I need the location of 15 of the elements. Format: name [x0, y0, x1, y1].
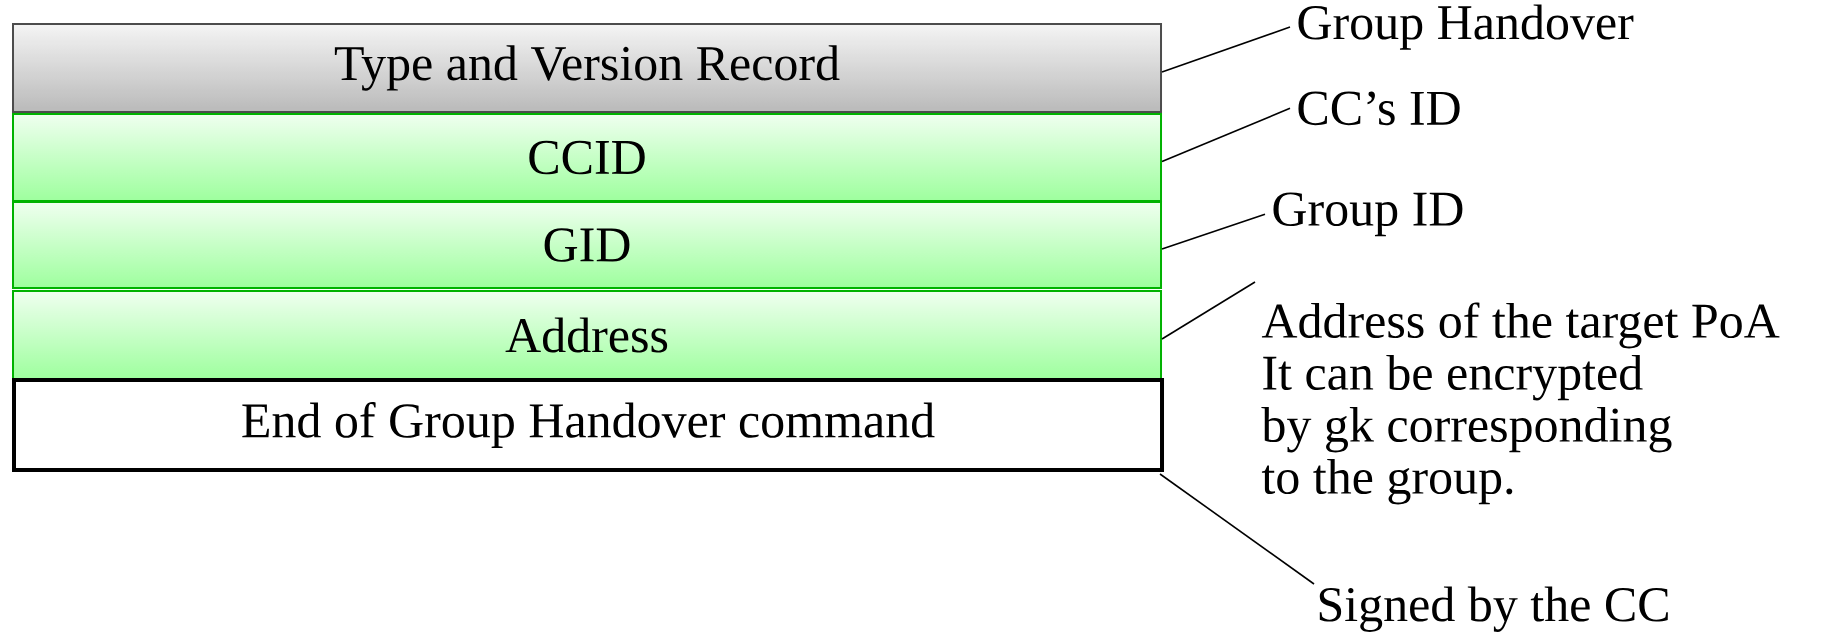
annotation: Signed by the CC: [1319, 586, 1668, 632]
record-field-box: Address: [12, 290, 1162, 380]
record-field-box: End of Group Handover command: [12, 378, 1164, 472]
leader-line: [1161, 213, 1266, 250]
record-field-box: Type and Version Record: [12, 23, 1162, 113]
leader-line: [1161, 107, 1291, 163]
record-field-box: CCID: [12, 113, 1162, 202]
record-field-box: GID: [12, 201, 1162, 289]
annotation: Address of the target PoA It can be encrypted by gk corresponding to the group.: [1261, 302, 1780, 505]
annotation: Group ID: [1273, 192, 1463, 237]
leader-line: [1161, 26, 1291, 73]
leader-line: [1159, 473, 1315, 585]
annotation: Group Handover: [1298, 4, 1634, 50]
annotation: CC’s ID: [1298, 91, 1460, 126]
leader-line: [1161, 281, 1256, 340]
